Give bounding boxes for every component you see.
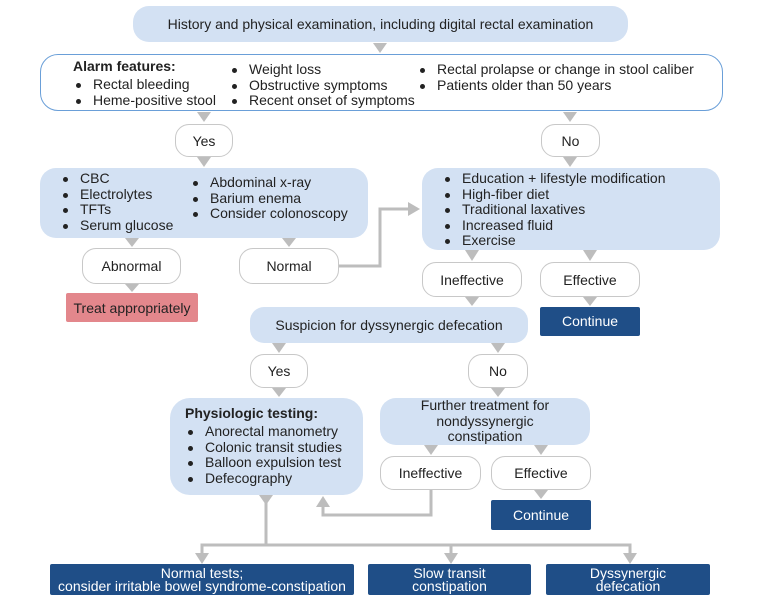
list-item: Exercise: [442, 232, 666, 249]
yes-label: Yes: [267, 363, 291, 379]
suspicion-text: Suspicion for dyssynergic defecation: [275, 317, 503, 333]
continue-box-2: Continue: [491, 500, 591, 530]
normal-label: Normal: [266, 258, 312, 274]
list-item: Weight loss: [229, 61, 415, 78]
effective-label: Effective: [514, 465, 568, 481]
list-item: Defecography: [185, 470, 342, 487]
list-item: Anorectal manometry: [185, 423, 342, 440]
outcome-normal-tests: Normal tests; consider irritable bowel s…: [50, 564, 354, 595]
no-label: No: [489, 363, 507, 379]
connector-normal-to-lifestyle: [339, 207, 410, 268]
continue-box-1: Continue: [540, 307, 640, 336]
connector-ineffective-to-physiologic: [321, 490, 433, 517]
suspicion-box: Suspicion for dyssynergic defecation: [250, 307, 528, 343]
start-box: History and physical examination, includ…: [133, 6, 628, 42]
list-item: CBC: [60, 170, 173, 187]
no-box-1: No: [541, 124, 600, 157]
outcome-slow-transit: Slow transit constipation: [368, 564, 531, 595]
list-item: Serum glucose: [60, 217, 173, 234]
ineffective-label: Ineffective: [398, 465, 463, 481]
start-text: History and physical examination, includ…: [167, 16, 594, 32]
lifestyle-box: Education + lifestyle modification High-…: [422, 168, 720, 250]
workup-box: CBC Electrolytes TFTs Serum glucose Abdo…: [40, 168, 368, 238]
treat-label: Treat appropriately: [73, 299, 191, 316]
abnormal-box: Abnormal: [82, 248, 181, 284]
list-item: TFTs: [60, 201, 173, 218]
outcome-text: Dyssynergic defecation: [589, 564, 667, 594]
list-item: Recent onset of symptoms: [229, 92, 415, 109]
physiologic-list: Anorectal manometry Colonic transit stud…: [185, 423, 342, 487]
list-item: Heme-positive stool: [73, 92, 216, 109]
outcome-text: Normal tests; consider irritable bowel s…: [58, 564, 346, 594]
further-text: Further treatment for nondyssynergic con…: [420, 397, 550, 445]
list-item: Barium enema: [190, 190, 348, 207]
outcome-dyssynergic: Dyssynergic defecation: [546, 564, 710, 595]
arrowheads: [125, 43, 637, 564]
list-item: High-fiber diet: [442, 186, 666, 203]
no-label: No: [561, 132, 580, 149]
effective-box-2: Effective: [491, 456, 591, 490]
list-item: Traditional laxatives: [442, 201, 666, 218]
workup-list-2: Abdominal x-ray Barium enema Consider co…: [190, 174, 348, 222]
yes-label: Yes: [192, 132, 216, 149]
list-item: Increased fluid: [442, 217, 666, 234]
alarm-title: Alarm features:: [73, 58, 176, 74]
ineffective-label: Ineffective: [440, 271, 504, 288]
no-box-2: No: [468, 354, 528, 388]
list-item: Obstructive symptoms: [229, 77, 415, 94]
list-item: Patients older than 50 years: [417, 77, 694, 94]
alarm-list-2: Weight loss Obstructive symptoms Recent …: [229, 61, 415, 109]
list-item: Abdominal x-ray: [190, 174, 348, 191]
further-treatment-box: Further treatment for nondyssynergic con…: [380, 398, 590, 445]
list-item: Rectal prolapse or change in stool calib…: [417, 61, 694, 78]
list-item: Balloon expulsion test: [185, 454, 342, 471]
alarm-list-3: Rectal prolapse or change in stool calib…: [417, 61, 694, 94]
yes-box-1: Yes: [175, 124, 233, 157]
treat-appropriately-box: Treat appropriately: [66, 293, 198, 322]
continue-label: Continue: [512, 506, 570, 523]
list-item: Colonic transit studies: [185, 439, 342, 456]
list-item: Consider colonoscopy: [190, 205, 348, 222]
normal-box: Normal: [239, 248, 339, 284]
yes-box-2: Yes: [250, 354, 308, 388]
outcome-text: Slow transit constipation: [412, 564, 487, 594]
continue-label: Continue: [561, 313, 619, 329]
ineffective-box-2: Ineffective: [380, 456, 481, 490]
alarm-features-box: Alarm features: Rectal bleeding Heme-pos…: [40, 54, 723, 111]
physiologic-title: Physiologic testing:: [185, 405, 319, 421]
list-item: Rectal bleeding: [73, 76, 216, 93]
alarm-list-1: Rectal bleeding Heme-positive stool: [73, 76, 216, 109]
physiologic-testing-box: Physiologic testing: Anorectal manometry…: [170, 398, 363, 495]
connector-outcomes-branch: [200, 543, 632, 556]
ineffective-box-1: Ineffective: [422, 262, 522, 297]
abnormal-label: Abnormal: [101, 258, 162, 274]
list-item: Electrolytes: [60, 186, 173, 203]
list-item: Education + lifestyle modification: [442, 170, 666, 187]
lifestyle-list: Education + lifestyle modification High-…: [442, 170, 666, 249]
effective-box-1: Effective: [540, 262, 640, 297]
workup-list-1: CBC Electrolytes TFTs Serum glucose: [60, 170, 173, 234]
effective-label: Effective: [563, 271, 617, 288]
